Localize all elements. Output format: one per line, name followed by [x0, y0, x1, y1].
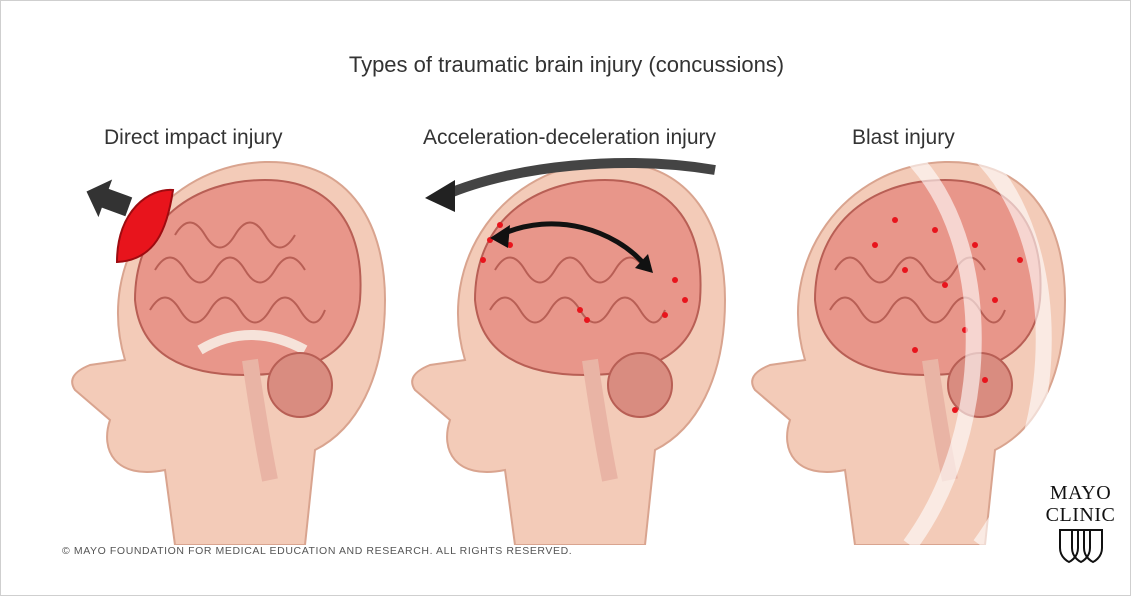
- acceleration-deceleration-illustration: [395, 150, 775, 545]
- direct-impact-illustration: [55, 150, 435, 545]
- head-illustration: [412, 162, 725, 545]
- head-illustration: [72, 162, 385, 545]
- cerebellum: [608, 353, 672, 417]
- panel-label-acceleration-deceleration: Acceleration-deceleration injury: [423, 126, 716, 150]
- panel-label-blast: Blast injury: [852, 126, 955, 150]
- panel-label-direct-impact: Direct impact injury: [104, 126, 283, 150]
- figure-title: Types of traumatic brain injury (concuss…: [0, 52, 1133, 78]
- mayo-shields-icon: [1056, 526, 1106, 566]
- cerebellum: [268, 353, 332, 417]
- logo-line-1: MAYO: [1028, 482, 1133, 504]
- mayo-clinic-logo: MAYO CLINIC: [1028, 482, 1133, 571]
- logo-line-2: CLINIC: [1028, 504, 1133, 526]
- copyright-notice: © MAYO FOUNDATION FOR MEDICAL EDUCATION …: [62, 545, 572, 557]
